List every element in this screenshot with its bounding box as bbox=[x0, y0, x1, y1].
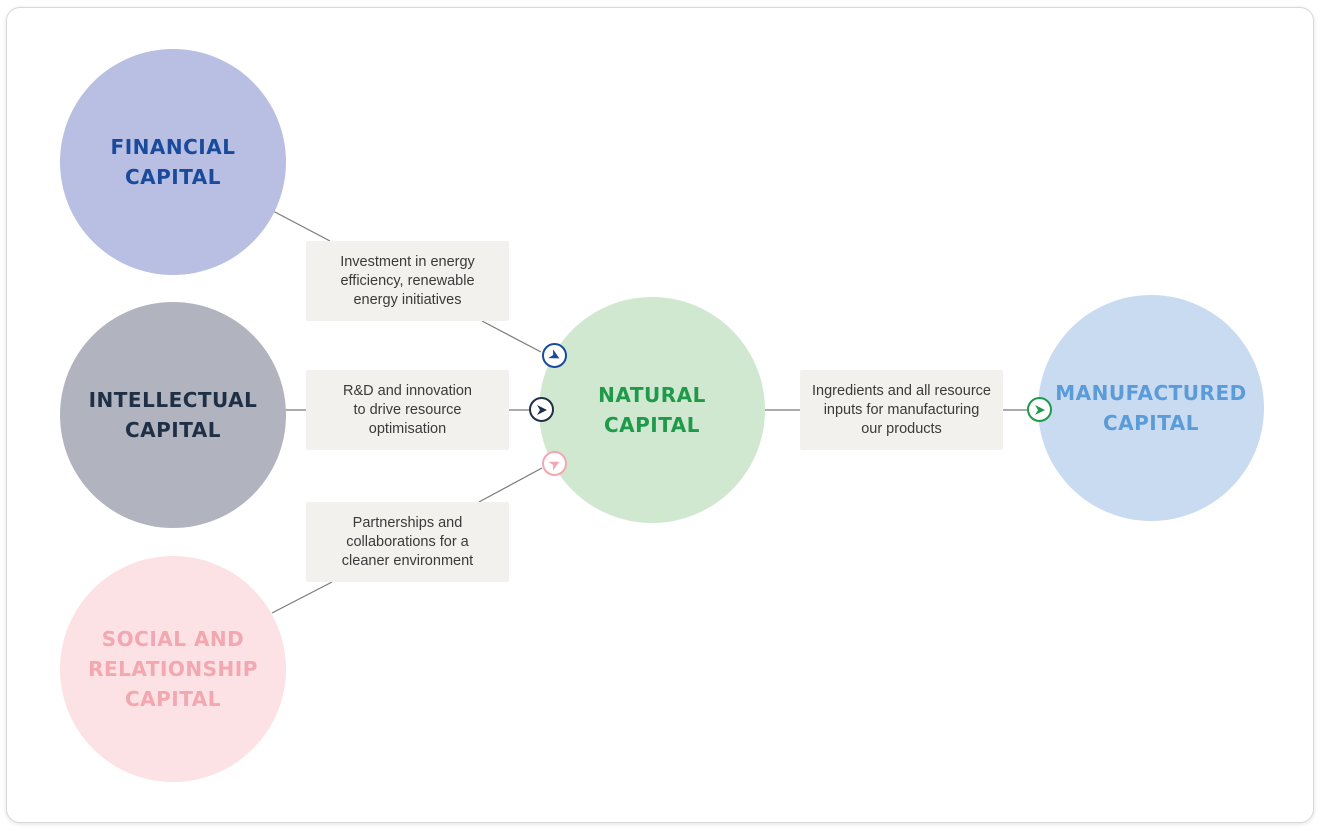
arrow-icon bbox=[536, 404, 547, 415]
line-social-to-box bbox=[271, 581, 333, 614]
intellectual-capital-label: INTELLECTUAL CAPITAL bbox=[88, 388, 258, 442]
financial-capital-node: FINANCIAL CAPITAL bbox=[60, 49, 286, 275]
arrow-icon bbox=[1034, 404, 1045, 415]
natural-capital-label: NATURAL CAPITAL bbox=[598, 383, 706, 437]
financial-connector-text: Investment in energy efficiency, renewab… bbox=[340, 253, 475, 308]
intellectual-connector-box: R&D and innovation to drive resource opt… bbox=[306, 370, 509, 450]
social-connector-box: Partnerships and collaborations for a cl… bbox=[306, 502, 509, 582]
arrow-icon bbox=[547, 348, 559, 358]
financial-arrow-badge bbox=[542, 343, 567, 368]
line-social-box-to-badge bbox=[478, 467, 543, 503]
intellectual-connector-text: R&D and innovation to drive resource opt… bbox=[343, 382, 472, 437]
intellectual-capital-node: INTELLECTUAL CAPITAL bbox=[60, 302, 286, 528]
natural-connector-text: Ingredients and all resource inputs for … bbox=[812, 382, 991, 437]
intellectual-arrow-badge bbox=[529, 397, 554, 422]
natural-capital-node: NATURAL CAPITAL bbox=[539, 297, 765, 523]
line-financial-to-box bbox=[272, 210, 331, 242]
manufactured-capital-label: MANUFACTURED CAPITAL bbox=[1055, 381, 1247, 435]
manufactured-capital-node: MANUFACTURED CAPITAL bbox=[1038, 295, 1264, 521]
social-arrow-badge bbox=[542, 451, 567, 476]
arrow-icon bbox=[547, 461, 559, 471]
financial-connector-box: Investment in energy efficiency, renewab… bbox=[306, 241, 509, 321]
social-capital-label: SOCIAL AND RELATIONSHIP CAPITAL bbox=[88, 627, 258, 711]
line-financial-box-to-badge bbox=[481, 320, 542, 353]
natural-connector-box: Ingredients and all resource inputs for … bbox=[800, 370, 1003, 450]
social-capital-node: SOCIAL AND RELATIONSHIP CAPITAL bbox=[60, 556, 286, 782]
financial-capital-label: FINANCIAL CAPITAL bbox=[110, 135, 236, 189]
social-connector-text: Partnerships and collaborations for a cl… bbox=[341, 514, 474, 569]
natural-arrow-badge bbox=[1027, 397, 1052, 422]
